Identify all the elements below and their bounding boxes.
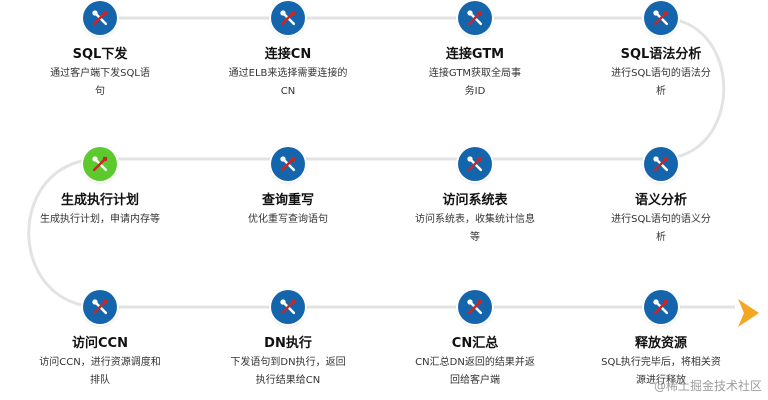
tools-icon: [271, 1, 305, 35]
step-description: 进行SQL语句的语法分析: [611, 68, 711, 97]
step-description: 优化重写查询语句: [248, 214, 328, 225]
tools-icon: [644, 290, 678, 324]
step-description: 通过客户端下发SQL语句: [50, 68, 150, 97]
tools-icon: [83, 290, 117, 324]
step-title: SQL下发: [72, 47, 128, 62]
step-title: 释放资源: [634, 336, 687, 351]
step-description: 进行SQL语句的语义分析: [611, 214, 711, 243]
step-title: CN汇总: [451, 336, 499, 351]
step-description: 访问系统表，收集统计信息等: [415, 214, 535, 243]
tools-icon: [644, 1, 678, 35]
step-description: 生成执行计划，申请内存等: [40, 214, 160, 225]
step-title: 连接CN: [264, 47, 312, 62]
step-description: 连接GTM获取全局事务ID: [428, 68, 522, 97]
tools-icon: [271, 290, 305, 324]
step-description: CN汇总DN返回的结果并返回给客户端: [415, 357, 535, 386]
step-description: SQL执行完毕后，将相关资源进行释放: [601, 357, 721, 386]
step-title: DN执行: [264, 336, 312, 351]
watermark: @稀土掘金技术社区: [653, 379, 762, 393]
tools-icon: [458, 147, 492, 181]
step-title: 查询重写: [261, 193, 314, 208]
step-title: 访问系统表: [442, 193, 508, 208]
tools-icon: [83, 1, 117, 35]
step-description: 访问CCN，进行资源调度和排队: [39, 357, 161, 386]
step-title: 连接GTM: [445, 47, 505, 62]
tools-icon: [271, 147, 305, 181]
tools-icon: [458, 1, 492, 35]
step-title: 语义分析: [634, 193, 687, 208]
tools-icon: [644, 147, 678, 181]
end-arrow-icon: [738, 299, 759, 327]
step-description: 通过ELB来选择需要连接的CN: [228, 68, 348, 97]
step-description: 下发语句到DN执行，返回执行结果给CN: [230, 357, 346, 386]
step-title: SQL语法分析: [620, 47, 702, 62]
tools-icon: [83, 147, 117, 181]
step-title: 生成执行计划: [60, 193, 139, 208]
tools-icon: [458, 290, 492, 324]
step-title: 访问CCN: [72, 336, 128, 351]
